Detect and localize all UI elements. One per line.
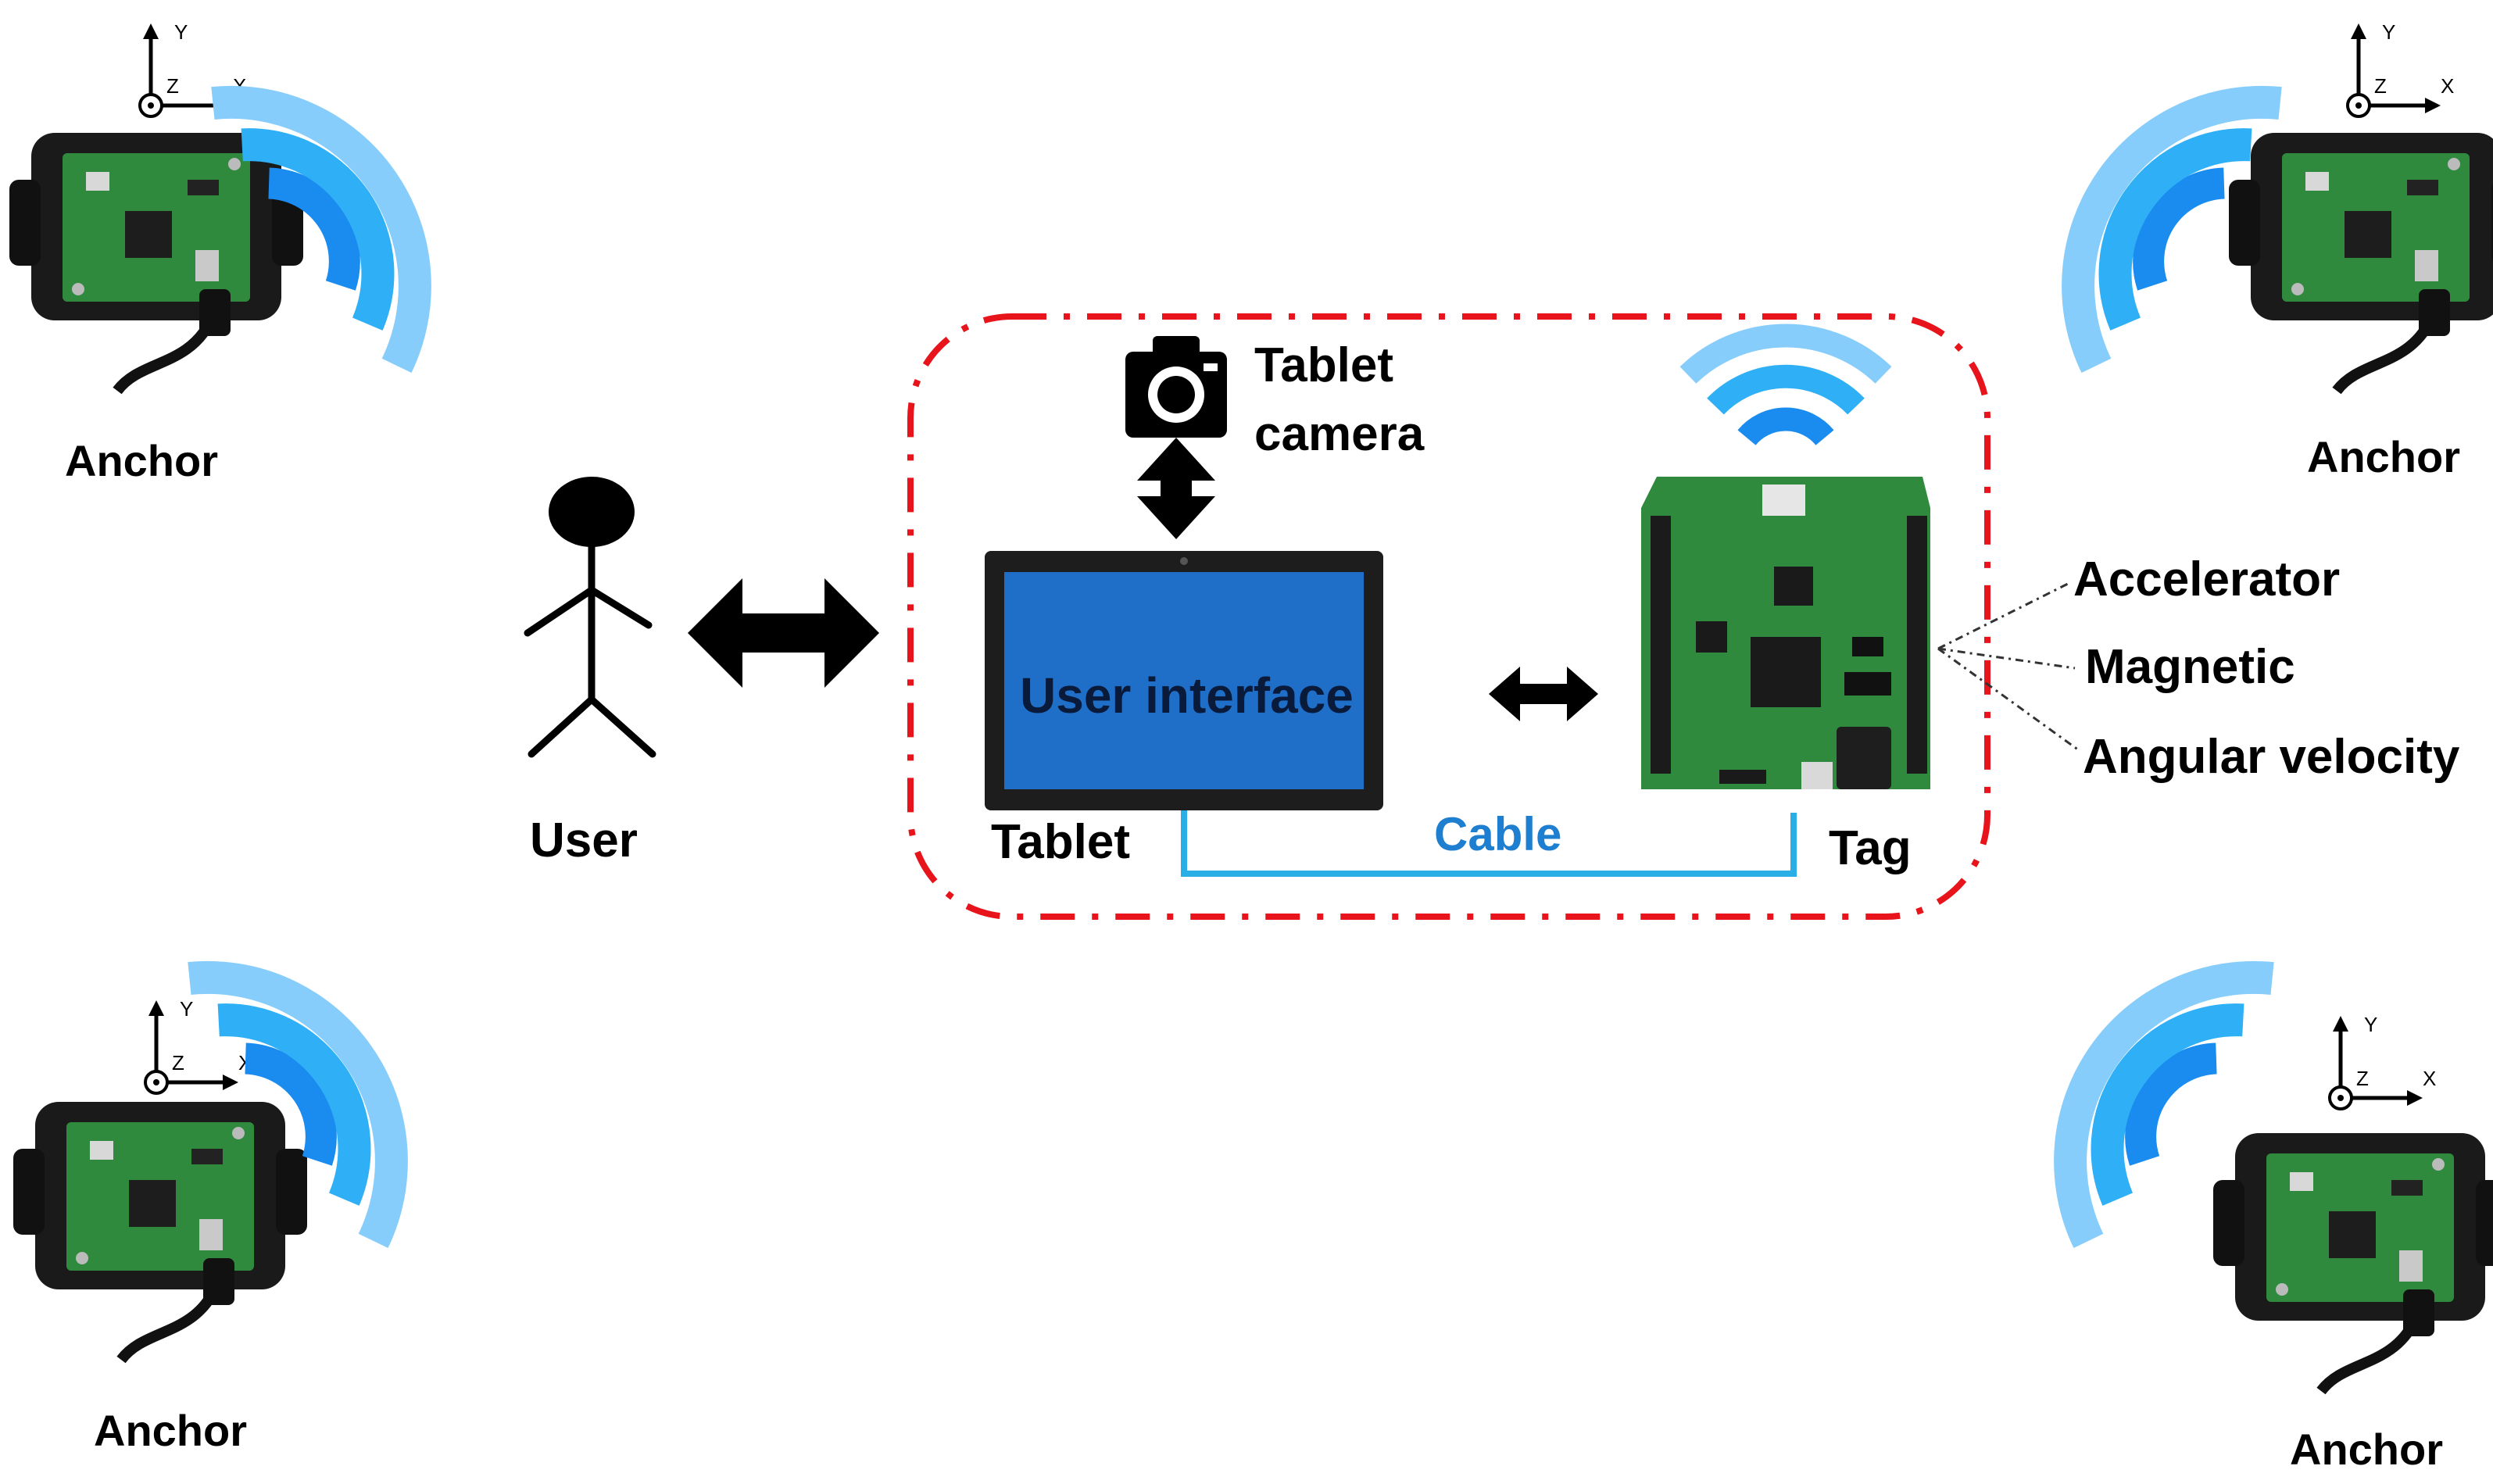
cable-label: Cable [1434,808,1562,860]
tag-label: Tag [1829,821,1912,875]
signal-bottom-right-icon [2054,960,2274,1249]
axis-x-label: X [2423,1067,2436,1090]
sensor-connector-lines [1937,581,2080,752]
sensor-magnetic-label: Magnetic [2085,640,2295,694]
anchor-bottom-left [13,1102,307,1360]
axis-y-label: Y [174,20,188,44]
axis-y-label: Y [2382,20,2395,44]
sensor-angular-velocity-label: Angular velocity [2083,730,2460,784]
signal-top-right-icon [2062,85,2282,374]
tag-board-icon [1641,477,1930,789]
sensor-accelerator-label: Accelerator [2073,552,2341,606]
tablet-label: Tablet [991,815,1130,869]
anchor-bottom-left-label: Anchor [94,1406,247,1455]
axis-z-label: Z [2356,1067,2369,1090]
camera-icon [1125,336,1227,438]
axis-z-label: Z [2374,74,2387,98]
tablet-tag-double-arrow [1489,667,1598,721]
axes-bottom-right: Y Z X [2330,1013,2436,1109]
anchor-device-icon [2213,1133,2493,1391]
cable-line [1181,810,1797,877]
user-tablet-double-arrow [688,578,879,688]
axis-z-label: Z [166,74,179,98]
tablet-camera-label-line1: Tablet [1254,338,1393,392]
anchor-device-icon [2229,133,2493,391]
anchor-top-right-label: Anchor [2307,432,2460,481]
axes-top-right: Y Z X [2348,20,2454,116]
user-interface-label: User interface [1020,667,1354,724]
anchor-top-left [9,133,303,391]
user-label: User [530,814,638,867]
camera-tablet-double-arrow [1137,438,1215,539]
user-stick-figure-icon [524,477,656,758]
axis-y-label: Y [2364,1013,2377,1036]
anchor-device-icon [13,1102,307,1360]
anchor-device-icon [9,133,303,391]
anchor-bottom-right-label: Anchor [2290,1425,2443,1474]
axis-z-label: Z [172,1051,184,1075]
tablet-camera-label-line2: camera [1254,407,1425,461]
tag-signal-icon [1679,324,1892,446]
anchor-top-left-label: Anchor [65,436,218,485]
axis-y-label: Y [180,997,193,1021]
axis-x-label: X [2441,74,2454,98]
signal-bottom-left-icon [188,960,408,1249]
tablet-icon [985,551,1383,810]
anchor-bottom-right [2213,1133,2493,1391]
anchor-top-right [2229,133,2493,391]
system-boundary [907,313,1990,920]
